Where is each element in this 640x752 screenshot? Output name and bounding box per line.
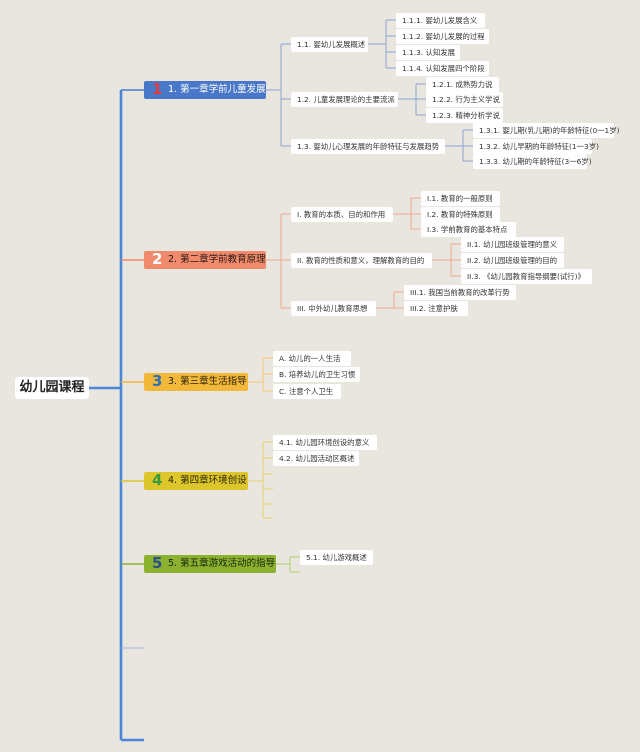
section-1-2[interactable]: 1.2. 儿童发展理论的主要流派 bbox=[291, 92, 398, 107]
chapter-2-label: 2. 第二章学前教育原理 bbox=[168, 254, 266, 265]
root-node[interactable]: 幼儿园课程 bbox=[15, 377, 89, 399]
chapter-2-number: 2 bbox=[152, 250, 163, 268]
item-2-2-3[interactable]: II.3. 《幼儿园教育指导纲要(试行)》 bbox=[461, 269, 592, 284]
item-1-1-4[interactable]: 1.1.4. 认知发展四个阶段 bbox=[396, 61, 489, 76]
item-3-c[interactable]: C. 注意个人卫生 bbox=[273, 384, 341, 399]
section-1-3[interactable]: 1.3. 婴幼儿心理发展的年龄特征与发展趋势 bbox=[291, 139, 445, 154]
item-1-1-2[interactable]: 1.1.2. 婴幼儿发展的过程 bbox=[396, 29, 489, 44]
chapter-1-number: 1 bbox=[152, 80, 163, 98]
item-4-1[interactable]: 4.1. 幼儿园环境创设的意义 bbox=[273, 435, 377, 450]
item-1-2-2[interactable]: 1.2.2. 行为主义学说 bbox=[426, 92, 503, 107]
item-2-3-2[interactable]: III.2. 注意护肤 bbox=[404, 301, 468, 316]
section-1-1[interactable]: 1.1. 婴幼儿发展概述 bbox=[291, 37, 368, 52]
chapter-4-node[interactable]: 4 4. 第四章环境创设 bbox=[144, 471, 248, 490]
item-1-2-1[interactable]: 1.2.1. 成熟势力说 bbox=[426, 77, 499, 92]
chapter-3-node[interactable]: 3 3. 第三章生活指导 bbox=[144, 372, 248, 391]
item-1-3-2[interactable]: 1.3.2. 幼儿早期的年龄特征(1一3岁) bbox=[473, 139, 599, 154]
section-2-2[interactable]: II. 教育的性质和意义，理解教育的目的 bbox=[291, 253, 432, 268]
chapter-4-label: 4. 第四章环境创设 bbox=[168, 475, 247, 486]
item-4-2[interactable]: 4.2. 幼儿园活动区概述 bbox=[273, 451, 359, 466]
item-3-a[interactable]: A. 幼儿的一人生活 bbox=[273, 351, 351, 366]
chapter-5-label: 5. 第五章游戏活动的指导 bbox=[168, 558, 276, 569]
section-2-3[interactable]: III. 中外幼儿教育思想 bbox=[291, 301, 376, 316]
chapter-5-node[interactable]: 5 5. 第五章游戏活动的指导 bbox=[144, 554, 276, 573]
chapter-5-number: 5 bbox=[152, 554, 163, 572]
item-5-1[interactable]: 5.1. 幼儿游戏概述 bbox=[300, 550, 373, 565]
chapter-4-number: 4 bbox=[152, 471, 163, 489]
item-2-3-1[interactable]: III.1. 我国当前教育的改革行势 bbox=[404, 285, 516, 300]
chapter-3-label: 3. 第三章生活指导 bbox=[168, 376, 247, 387]
item-2-1-2[interactable]: I.2. 教育的特殊原则 bbox=[421, 207, 500, 222]
item-3-b[interactable]: B. 培养幼儿的卫生习惯 bbox=[273, 367, 360, 382]
chapter-1-node[interactable]: 1 1. 第一章学前儿童发展 bbox=[144, 80, 266, 99]
item-1-1-3[interactable]: 1.1.3. 认知发展 bbox=[396, 45, 460, 60]
item-2-1-3[interactable]: I.3. 学前教育的基本特点 bbox=[421, 222, 516, 237]
item-2-2-1[interactable]: II.1. 幼儿园班级管理的意义 bbox=[461, 237, 564, 252]
item-2-2-2[interactable]: II.2. 幼儿园班级管理的目的 bbox=[461, 253, 564, 268]
chapter-1-label: 1. 第一章学前儿童发展 bbox=[168, 84, 266, 95]
chapter-3-number: 3 bbox=[152, 372, 163, 390]
section-2-1[interactable]: I. 教育的本质、目的和作用 bbox=[291, 207, 393, 222]
item-1-3-3[interactable]: 1.3.3. 幼儿期的年龄特征(3一6岁) bbox=[473, 154, 592, 169]
item-2-1-1[interactable]: I.1. 教育的一般原则 bbox=[421, 191, 500, 206]
item-1-3-1[interactable]: 1.3.1. 婴儿期(乳儿期)的年龄特征(0一1岁) bbox=[473, 123, 620, 138]
chapter-2-node[interactable]: 2 2. 第二章学前教育原理 bbox=[144, 250, 266, 269]
item-1-2-3[interactable]: 1.2.3. 精神分析学说 bbox=[426, 108, 503, 123]
item-1-1-1[interactable]: 1.1.1. 婴幼儿发展含义 bbox=[396, 13, 485, 28]
